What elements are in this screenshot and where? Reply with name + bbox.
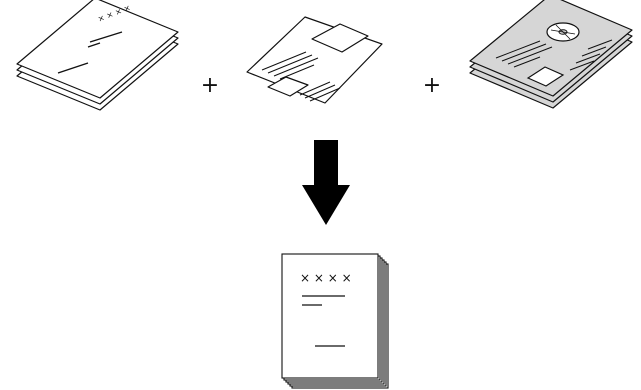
doc-b-sheet: [247, 17, 382, 103]
document-stack-c: [470, 0, 632, 108]
document-b: [247, 17, 382, 103]
merged-marks: × × × ×: [300, 271, 352, 285]
plus-operator-1: +: [201, 73, 219, 98]
plus-operator-2: +: [423, 73, 441, 98]
down-arrow-icon: [302, 140, 350, 225]
